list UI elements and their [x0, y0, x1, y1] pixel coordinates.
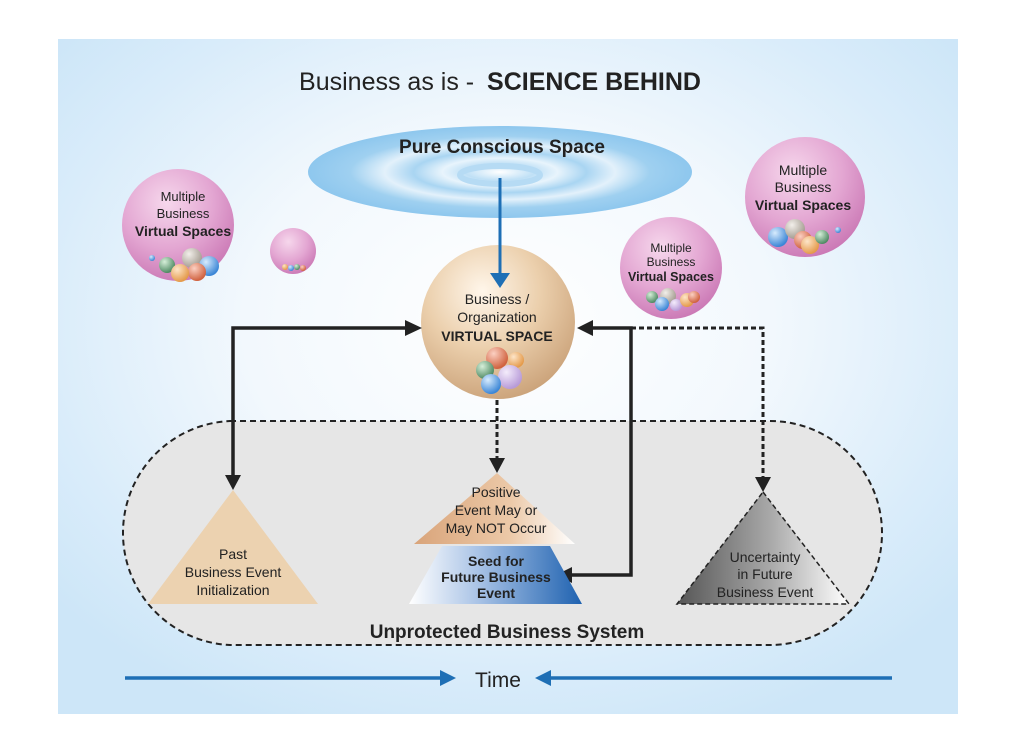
bubble-text-bold: Virtual Spaces — [135, 223, 231, 239]
arrow-head-icon — [225, 475, 241, 490]
ball-icon — [159, 257, 175, 273]
ball-icon — [801, 236, 819, 254]
bubble-text: Multiple — [650, 241, 692, 255]
ball-icon — [655, 297, 669, 311]
title-prefix: Business as is - — [299, 68, 481, 96]
event-text: in Future — [737, 566, 792, 582]
past-connector — [225, 320, 422, 490]
arrow-head-icon — [440, 670, 456, 686]
event-text: Business Event — [185, 564, 282, 580]
pure-conscious-space: Pure Conscious Space — [308, 126, 692, 218]
ball-icon — [171, 264, 189, 282]
system-label: Unprotected Business System — [370, 622, 645, 643]
title-emphasis: SCIENCE BEHIND — [487, 68, 701, 96]
past-triangle — [148, 490, 318, 604]
arrow-head-icon — [490, 273, 510, 288]
event-text: Positive — [471, 484, 520, 500]
pure-space-arrow — [490, 178, 510, 288]
event-text: Event May or — [455, 502, 538, 518]
center-virtual-space: Business / Organization VIRTUAL SPACE — [421, 245, 575, 399]
event-text: Initialization — [196, 582, 269, 598]
time-label: Time — [475, 669, 521, 692]
bubble-text: Business — [647, 255, 696, 269]
pure-space-label: Pure Conscious Space — [399, 137, 605, 158]
center-sphere-text-bold: VIRTUAL SPACE — [441, 328, 553, 344]
bubble-sphere — [745, 137, 865, 257]
uncertainty-triangle — [675, 490, 851, 605]
ball-icon — [688, 291, 700, 303]
bubble-text: Business — [775, 179, 832, 195]
ball-icon — [646, 291, 658, 303]
arrow-head-icon — [755, 477, 771, 492]
event-text: May NOT Occur — [446, 520, 547, 536]
seed-trapezoid — [409, 546, 582, 604]
positive-connector — [489, 400, 505, 473]
event-text: Past — [219, 546, 247, 562]
arrow-head-icon — [535, 670, 551, 686]
ball-icon — [481, 374, 501, 394]
bubble-small — [270, 228, 316, 274]
event-text-bold: Event — [477, 585, 515, 601]
ball-icon — [486, 347, 508, 369]
ball-icon — [670, 299, 682, 311]
connector-line — [570, 326, 633, 577]
bubble-text: Business — [157, 206, 210, 221]
ball-icon — [498, 365, 522, 389]
pure-space-disc — [308, 126, 692, 218]
bubble-top-right: Multiple Business Virtual Spaces — [745, 137, 865, 257]
time-axis: Time — [125, 669, 892, 692]
event-text-bold: Future Business — [441, 569, 551, 585]
arrow-head-icon — [405, 320, 422, 336]
bubble-text: Multiple — [161, 189, 206, 204]
bubble-mid-right: Multiple Business Virtual Spaces — [620, 217, 722, 319]
uncertainty-connector — [631, 326, 771, 492]
bubble-text-bold: Virtual Spaces — [755, 197, 851, 213]
connector-line-dotted — [631, 326, 765, 478]
event-text: Uncertainty — [730, 549, 801, 565]
ball-icon — [815, 230, 829, 244]
diagram-title: Business as is - SCIENCE BEHIND — [299, 68, 701, 96]
arrow-head-icon — [577, 320, 593, 336]
center-sphere — [421, 245, 575, 399]
arrow-head-icon — [489, 458, 505, 473]
bubble-left: Multiple Business Virtual Spaces — [122, 169, 234, 282]
ball-icon — [282, 264, 288, 270]
positive-triangle — [414, 473, 575, 544]
event-text-bold: Seed for — [468, 553, 525, 569]
bubble-text-bold: Virtual Spaces — [628, 270, 714, 284]
ball-icon — [300, 265, 306, 271]
bubble-sphere — [270, 228, 316, 274]
event-uncertainty: Uncertainty in Future Business Event — [675, 490, 851, 605]
event-text: Business Event — [717, 584, 814, 600]
ball-icon — [149, 255, 155, 261]
bubble-text: Multiple — [779, 162, 827, 178]
event-past: Past Business Event Initialization — [148, 490, 318, 604]
bubble-sphere — [122, 169, 234, 281]
ball-icon — [835, 227, 841, 233]
ball-icon — [508, 352, 524, 368]
ball-icon — [188, 263, 206, 281]
ball-icon — [294, 264, 300, 270]
event-positive: Positive Event May or May NOT Occur — [414, 473, 575, 544]
ball-icon — [768, 227, 788, 247]
center-sphere-text: Organization — [457, 309, 536, 325]
event-seed: Seed for Future Business Event — [409, 546, 582, 604]
center-sphere-text: Business / — [465, 291, 530, 307]
ball-icon — [288, 265, 294, 271]
connector-line — [231, 326, 411, 477]
